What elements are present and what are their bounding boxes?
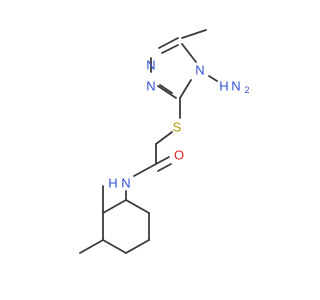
atom-label-amino-h: H (219, 79, 228, 94)
bond-ring-3 (102, 239, 127, 254)
bond-co-double (157, 163, 172, 172)
atom-label-n4: N (195, 63, 204, 78)
bond-c3-methyl (181, 29, 207, 39)
bond-n2-c3-double (161, 44, 179, 54)
atom-label-n2: N (146, 79, 155, 94)
cyclohexane-ring (102, 199, 150, 254)
atom-label-o: O (174, 148, 184, 163)
bond-ring-1 (102, 199, 127, 214)
atom-label-amide-n: N (121, 176, 130, 191)
bond-carbonyl-n (133, 163, 157, 177)
bond-ring-6 (125, 199, 150, 214)
triazole-ring (150, 37, 197, 99)
bond-ring-methyl-3 (79, 239, 104, 254)
bond-ring-4 (125, 239, 150, 254)
bond-c5-n1 (157, 85, 177, 99)
bond-c3-n4 (181, 43, 197, 63)
atom-label-amino-subscript: 2 (244, 85, 249, 95)
bond-s-ch2 (155, 131, 173, 145)
bond-c5-n1-double (159, 84, 173, 94)
bond-n4-c5 (179, 79, 192, 99)
atom-label-s: S (173, 120, 182, 135)
bond-n2-c3 (158, 37, 179, 49)
atom-label-amino-n: N (231, 79, 240, 94)
molecule-structure-diagram: N N N H N 2 S O N H (79, 29, 250, 254)
bond-n4-amino (208, 75, 218, 82)
bond-co (155, 156, 170, 165)
atom-label-n1: N (146, 58, 155, 73)
atom-label-amide-h: H (108, 176, 117, 191)
